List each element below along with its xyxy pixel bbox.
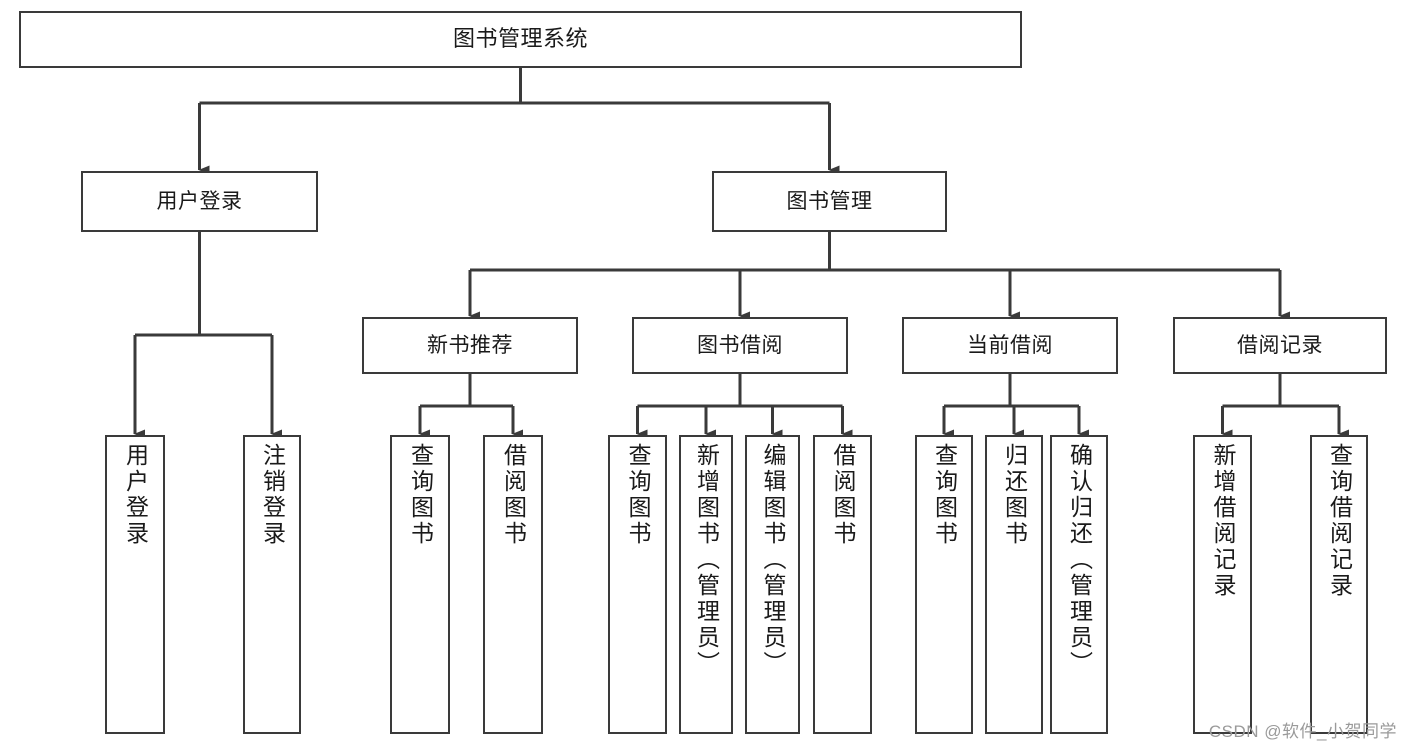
node-box-r1[interactable]: 新增借阅记录 [1193,435,1252,734]
node-box-current[interactable]: 当前借阅 [902,317,1118,374]
node-box-r2[interactable]: 查询借阅记录 [1310,435,1368,734]
node-label-borrow: 图书借阅 [697,333,783,357]
node-box-c2[interactable]: 归还图书 [985,435,1043,734]
node-label-r2: 查询借阅记录 [1326,443,1353,599]
node-box-records[interactable]: 借阅记录 [1173,317,1387,374]
node-label-b2: 新增图书（管理员） [693,443,720,677]
node-label-l2: 注销登录 [259,443,286,547]
node-label-c1: 查询图书 [931,443,958,547]
node-label-c3: 确认归还（管理员） [1066,443,1093,677]
node-label-bookmgmt: 图书管理 [786,189,873,213]
node-box-b2[interactable]: 新增图书（管理员） [679,435,733,734]
node-box-login[interactable]: 用户登录 [81,171,318,232]
node-box-bookmgmt[interactable]: 图书管理 [712,171,947,232]
node-box-l1[interactable]: 用户登录 [105,435,165,734]
node-box-c3[interactable]: 确认归还（管理员） [1050,435,1108,734]
node-label-r1: 新增借阅记录 [1210,443,1236,599]
node-label-c2: 归还图书 [1001,443,1028,547]
node-label-login: 用户登录 [156,189,243,213]
node-box-borrow[interactable]: 图书借阅 [632,317,848,374]
node-label-n1: 查询图书 [407,443,434,547]
node-label-b3: 编辑图书（管理员） [760,443,786,677]
node-box-c1[interactable]: 查询图书 [915,435,973,734]
node-box-root[interactable]: 图书管理系统 [19,11,1022,68]
node-box-b4[interactable]: 借阅图书 [813,435,872,734]
node-label-newbooks: 新书推荐 [427,333,513,357]
node-label-n2: 借阅图书 [500,443,527,547]
node-label-b4: 借阅图书 [830,443,856,547]
node-label-l1: 用户登录 [122,443,149,547]
node-label-records: 借阅记录 [1237,333,1323,357]
node-label-root: 图书管理系统 [452,26,588,52]
node-box-n2[interactable]: 借阅图书 [483,435,543,734]
node-box-b3[interactable]: 编辑图书（管理员） [745,435,800,734]
node-box-newbooks[interactable]: 新书推荐 [362,317,578,374]
node-label-current: 当前借阅 [967,333,1053,357]
node-box-n1[interactable]: 查询图书 [390,435,450,734]
node-box-l2[interactable]: 注销登录 [243,435,301,734]
node-label-b1: 查询图书 [625,443,651,547]
node-box-b1[interactable]: 查询图书 [608,435,667,734]
